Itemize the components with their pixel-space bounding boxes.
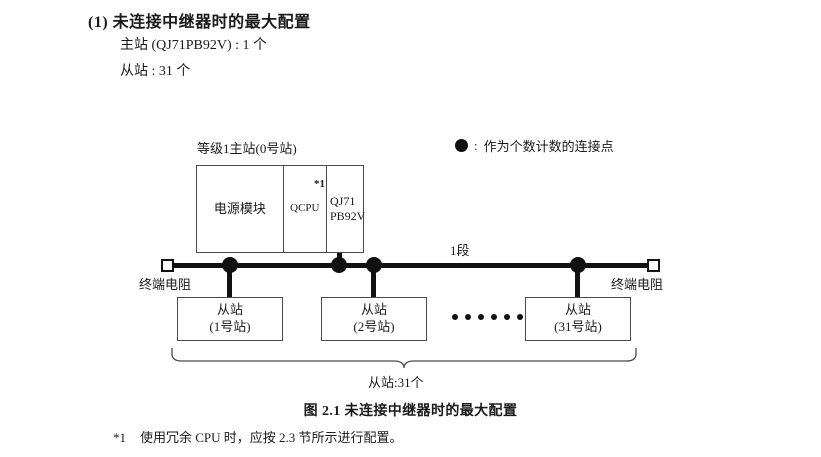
segment-label: 1段: [450, 243, 470, 258]
connection-point-dot-icon: [222, 257, 238, 273]
slave-drop-line: [575, 266, 580, 298]
figure-caption: 图 2.1 未连接中继器时的最大配置: [303, 404, 518, 419]
power-module-slot: 电源模块: [197, 166, 284, 252]
slave-station-title: 从站: [564, 302, 591, 318]
network-module-label-line2: PB92V: [330, 209, 366, 223]
ellipsis-dot-icon: [491, 314, 497, 320]
terminator-left-label: 终端电阻: [139, 277, 192, 292]
footnote: *1 使用冗余 CPU 时，应按 2.3 节所示进行配置。: [113, 427, 403, 446]
slave-group-brace-label: 从站:31个: [368, 375, 424, 390]
terminator-right-label: 终端电阻: [611, 277, 664, 292]
slave-drop-line: [227, 266, 232, 298]
legend: : 作为个数计数的连接点: [455, 136, 614, 155]
master-station-caption: 等级1主站(0号站): [197, 141, 297, 156]
ellipsis-dot-icon: [452, 314, 458, 320]
slave-station-box: 从站 (1号站): [177, 297, 283, 341]
legend-label: 作为个数计数的连接点: [483, 139, 614, 154]
trunk-bus-line: [172, 263, 650, 268]
legend-separator: :: [474, 137, 478, 153]
brace-shape-icon: [171, 348, 637, 369]
ellipsis-dots: [452, 314, 523, 320]
terminator-left-icon: [161, 259, 174, 272]
master-module-rack: 电源模块 QCPU *1 QJ71 PB92V: [196, 165, 365, 253]
slave-station-box: 从站 (2号站): [321, 297, 427, 341]
connection-point-dot-icon: [366, 257, 382, 273]
slave-station-number: (1号站): [209, 319, 251, 334]
connection-point-dot-icon: [331, 257, 347, 273]
ellipsis-dot-icon: [465, 314, 471, 320]
network-module-label: QJ71 PB92V: [330, 194, 365, 224]
cpu-footnote-marker: *1: [314, 178, 325, 190]
slave-station-number: (2号站): [353, 319, 395, 334]
ellipsis-dot-icon: [517, 314, 523, 320]
connection-point-dot-icon: [570, 257, 586, 273]
slave-group-brace: [170, 348, 638, 372]
page-title: (1) 未连接中继器时的最大配置: [88, 14, 311, 31]
connection-point-dot-icon: [455, 139, 468, 152]
slave-station-title: 从站: [216, 302, 243, 318]
cpu-module-label: QCPU: [290, 202, 320, 215]
slave-station-title: 从站: [360, 302, 387, 318]
slave-station-count-line: 从站 : 31 个: [120, 64, 191, 79]
footnote-marker: *1: [113, 430, 126, 445]
cpu-module-slot: QCPU *1: [284, 166, 327, 252]
footnote-text: 使用冗余 CPU 时，应按 2.3 节所示进行配置。: [140, 430, 403, 445]
master-station-count-line: 主站 (QJ71PB92V) : 1 个: [120, 38, 268, 53]
slave-station-box: 从站 (31号站): [525, 297, 631, 341]
slave-drop-line: [371, 266, 376, 298]
network-module-label-line1: QJ71: [330, 194, 356, 208]
ellipsis-dot-icon: [504, 314, 510, 320]
ellipsis-dot-icon: [478, 314, 484, 320]
network-module-slot: QJ71 PB92V: [327, 166, 365, 252]
terminator-right-icon: [647, 259, 660, 272]
power-module-label: 电源模块: [213, 200, 266, 216]
slave-station-number: (31号站): [554, 319, 602, 334]
